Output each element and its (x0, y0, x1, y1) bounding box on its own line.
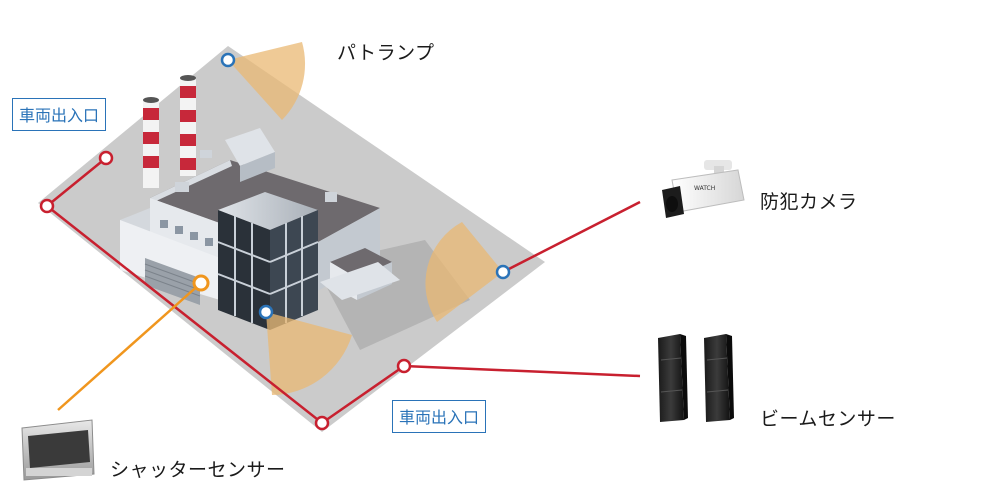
security-camera-label: 防犯カメラ (760, 191, 858, 213)
fence-marker (314, 415, 330, 431)
camera-link-line (502, 200, 641, 274)
shutter-sensor-label: シャッターセンサー (110, 459, 286, 481)
shutter-marker (192, 274, 210, 292)
beam-sensor-icon (658, 334, 734, 422)
fence-marker (39, 198, 55, 214)
beam-sensor-label: ビームセンサー (760, 408, 896, 430)
vehicle-entrance-bottom-badge: 車両出入口 (392, 400, 487, 433)
building-camera-marker (258, 304, 274, 320)
shutter-sensor-link-line (57, 282, 202, 411)
camera-detection-fan (425, 222, 503, 322)
fence-marker (98, 150, 114, 166)
security-camera-icon: WATCH (662, 160, 745, 218)
patrol-lamp-label: パトランプ (337, 42, 435, 64)
patrol-lamp-detection-fan (228, 42, 306, 120)
factory-building (120, 75, 400, 330)
camera-marker (495, 264, 511, 280)
shutter-sensor-icon (21, 419, 95, 481)
fence-marker (396, 358, 412, 374)
vehicle-entrance-top-badge: 車両出入口 (12, 98, 107, 131)
camera-brand-text: WATCH (694, 185, 715, 192)
bottom-detection-fan (266, 312, 352, 395)
patrol-lamp-marker (220, 52, 236, 68)
